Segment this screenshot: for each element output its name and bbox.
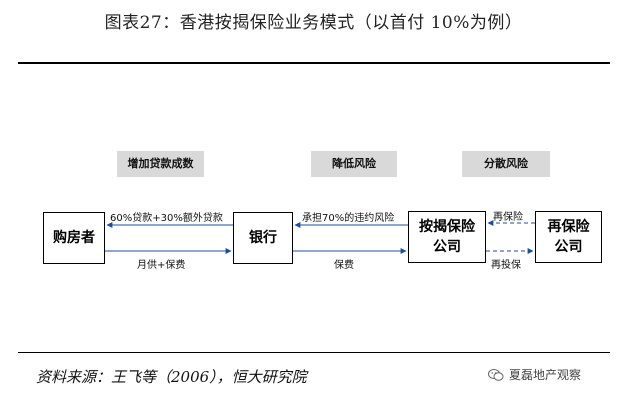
reinsurance-label-line2: 公司 [554,239,583,255]
top-rule [18,62,610,64]
flow-label-repayment: 月供+保费 [137,260,186,271]
flow-label-reinsure-premium: 再投保 [491,260,521,271]
buyer-label: 购房者 [53,230,95,246]
tag-reduce-risk: 降低风险 [311,151,397,177]
source-note: 资料来源：王飞等（2006），恒大研究院 [36,368,307,386]
flow-label-loan: 60%贷款+30%额外贷款 [110,213,223,224]
bottom-rule [18,352,610,353]
watermark-text: 夏磊地产观察 [509,368,582,382]
watermark: 夏磊地产观察 [488,366,581,383]
bank-box: 银行 [233,212,293,264]
reinsurance-box: 再保险 公司 [535,211,602,263]
reinsurance-label-line1: 再保险 [547,219,590,235]
mortgage-insurance-label-line1: 按揭保险 [419,219,475,235]
mortgage-insurance-label-line2: 公司 [433,239,461,255]
figure-title: 图表27：香港按揭保险业务模式（以首付 10%为例） [104,13,523,33]
tag-increase-loan: 增加贷款成数 [117,151,204,177]
flow-label-default-risk: 承担70%的违约风险 [302,213,395,224]
tag-spread-risk: 分散风险 [462,151,550,177]
flow-label-premium: 保费 [334,260,354,271]
bank-label: 银行 [249,230,277,246]
mortgage-insurance-box: 按揭保险 公司 [408,211,486,263]
wechat-icon [488,368,504,382]
buyer-box: 购房者 [43,212,105,264]
flow-label-reinsure: 再保险 [493,212,523,223]
